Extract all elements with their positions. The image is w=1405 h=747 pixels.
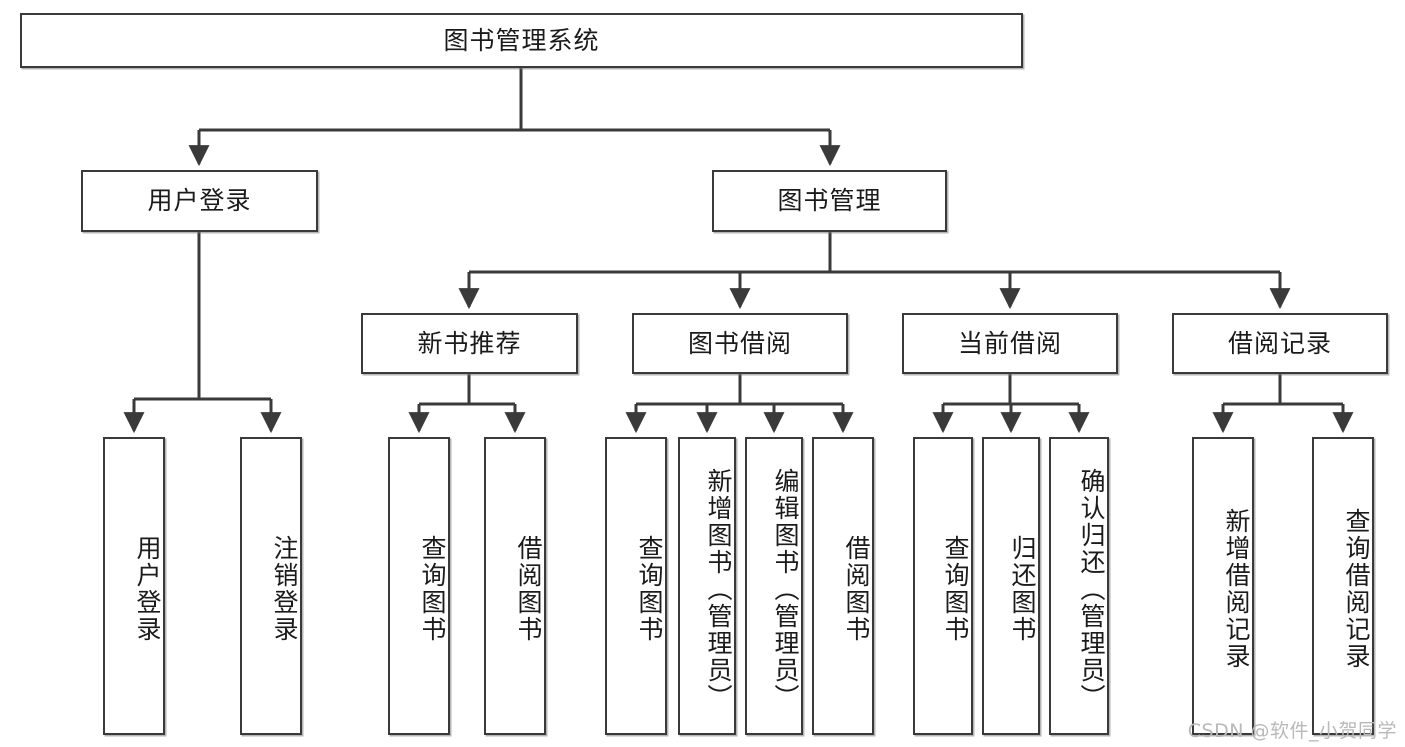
node-leaf-add-borrow-record-label: 新增借阅记录 — [1222, 508, 1251, 670]
node-leaf-user-login-label: 用户登录 — [133, 535, 162, 643]
node-leaf-borrow-book-2[interactable]: 借阅图书 — [812, 437, 874, 735]
node-leaf-query-borrow-record[interactable]: 查询借阅记录 — [1312, 437, 1374, 735]
node-leaf-query-book-3-label: 查询图书 — [941, 535, 970, 643]
node-leaf-borrow-book-1-label: 借阅图书 — [514, 535, 543, 643]
node-new-book-recommend[interactable]: 新书推荐 — [361, 313, 578, 374]
node-user-login[interactable]: 用户登录 — [81, 170, 318, 232]
node-root-label: 图书管理系统 — [443, 25, 600, 55]
node-leaf-query-book-2[interactable]: 查询图书 — [605, 437, 667, 735]
node-leaf-confirm-return[interactable]: 确认归还（管理员） — [1049, 437, 1109, 735]
node-borrow-record[interactable]: 借阅记录 — [1172, 313, 1388, 374]
node-leaf-add-book[interactable]: 新增图书（管理员） — [678, 437, 736, 735]
node-leaf-user-login[interactable]: 用户登录 — [103, 437, 165, 735]
node-book-management-label: 图书管理 — [777, 186, 882, 216]
node-book-borrow-label: 图书借阅 — [687, 328, 792, 358]
node-new-book-recommend-label: 新书推荐 — [417, 328, 522, 358]
node-leaf-edit-book-label: 编辑图书（管理员） — [771, 467, 800, 711]
node-leaf-return-book[interactable]: 归还图书 — [982, 437, 1040, 735]
node-root[interactable]: 图书管理系统 — [20, 13, 1023, 68]
node-leaf-query-book-1[interactable]: 查询图书 — [388, 437, 450, 735]
node-leaf-logout-login-label: 注销登录 — [270, 535, 299, 643]
node-leaf-confirm-return-label: 确认归还（管理员） — [1077, 467, 1106, 711]
node-leaf-borrow-book-1[interactable]: 借阅图书 — [484, 437, 546, 735]
node-leaf-edit-book[interactable]: 编辑图书（管理员） — [745, 437, 803, 735]
node-leaf-query-book-2-label: 查询图书 — [635, 535, 664, 643]
node-borrow-record-label: 借阅记录 — [1227, 328, 1332, 358]
node-leaf-query-book-1-label: 查询图书 — [418, 535, 447, 643]
node-leaf-query-borrow-record-label: 查询借阅记录 — [1342, 508, 1371, 670]
node-book-borrow[interactable]: 图书借阅 — [632, 313, 848, 374]
node-leaf-logout-login[interactable]: 注销登录 — [240, 437, 302, 735]
node-book-management[interactable]: 图书管理 — [712, 170, 947, 232]
node-current-borrow[interactable]: 当前借阅 — [902, 313, 1118, 374]
node-leaf-query-book-3[interactable]: 查询图书 — [913, 437, 973, 735]
node-leaf-add-borrow-record[interactable]: 新增借阅记录 — [1192, 437, 1254, 735]
node-current-borrow-label: 当前借阅 — [957, 328, 1062, 358]
node-leaf-return-book-label: 归还图书 — [1008, 535, 1037, 643]
node-user-login-label: 用户登录 — [147, 186, 252, 216]
node-leaf-borrow-book-2-label: 借阅图书 — [842, 535, 871, 643]
node-leaf-add-book-label: 新增图书（管理员） — [704, 467, 733, 711]
